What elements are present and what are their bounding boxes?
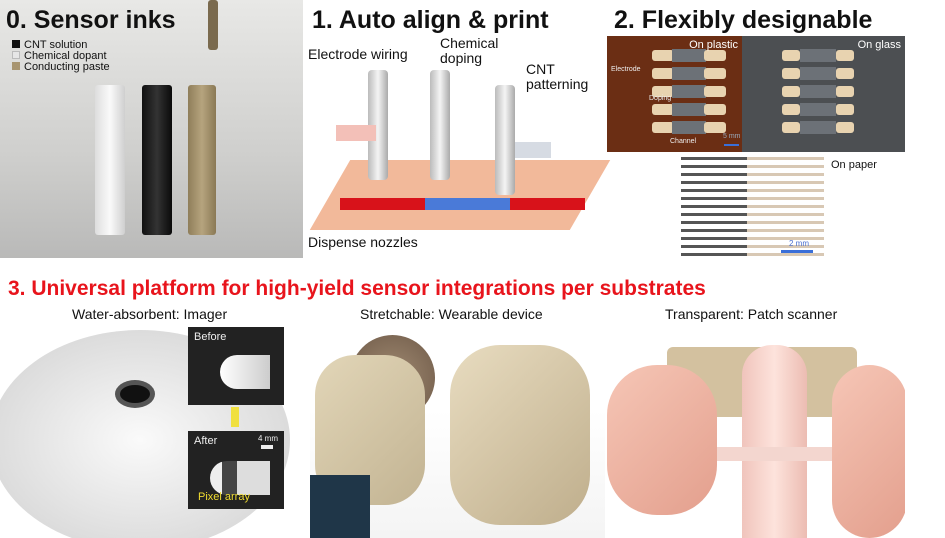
electrode-label: Electrode bbox=[611, 66, 641, 73]
channel-line bbox=[425, 198, 510, 210]
paste-syringe bbox=[188, 85, 216, 235]
legend-item: CNT solution bbox=[12, 40, 110, 51]
nozzle bbox=[430, 70, 450, 180]
gloved-hand bbox=[832, 365, 905, 538]
gloved-hand bbox=[450, 345, 590, 525]
left-arrow-icon bbox=[336, 125, 376, 141]
panel1-title: 1. Auto align & print bbox=[312, 6, 549, 34]
channel-label: Channel bbox=[670, 138, 697, 145]
patch-scanner-photo bbox=[607, 325, 905, 538]
before-label: Before bbox=[194, 331, 227, 343]
dispense-nozzles-label: Dispense nozzles bbox=[308, 234, 418, 250]
electrode-line bbox=[340, 198, 425, 210]
cnt-syringe-clear bbox=[95, 85, 125, 235]
dispense-needle bbox=[208, 0, 218, 50]
scanner-caption: Transparent: Patch scanner bbox=[665, 306, 838, 322]
rod bbox=[717, 447, 837, 461]
scale-bar bbox=[781, 250, 813, 253]
scale-bar bbox=[724, 144, 739, 146]
legend-item: Conducting paste bbox=[12, 62, 110, 73]
panel0-title: 0. Sensor inks bbox=[6, 6, 176, 34]
sleeve bbox=[310, 475, 370, 538]
ink-legend: CNT solution Chemical dopant Conducting … bbox=[12, 40, 110, 73]
wearable-device-photo bbox=[310, 325, 605, 538]
scale-bar-label: 2 mm bbox=[789, 239, 809, 248]
substrate-diagram bbox=[309, 160, 611, 230]
before-photo: Before bbox=[188, 327, 284, 405]
cnt-patterning-label: CNT patterning bbox=[526, 61, 589, 92]
sensor-inks-photo bbox=[0, 0, 303, 258]
scale-bar bbox=[261, 445, 273, 449]
doping-label: Doping bbox=[649, 95, 672, 102]
legend-item: Chemical dopant bbox=[12, 51, 110, 62]
right-arrow-icon bbox=[515, 142, 551, 158]
imager-caption: Water-absorbent: Imager bbox=[72, 306, 228, 322]
after-label: After bbox=[194, 435, 218, 447]
electrode-wiring-label: Electrode wiring bbox=[308, 46, 408, 62]
wearable-caption: Stretchable: Wearable device bbox=[360, 306, 543, 322]
on-plastic-label: On plastic bbox=[689, 39, 738, 51]
panel3-title: 3. Universal platform for high-yield sen… bbox=[8, 277, 706, 300]
scale-bar-label: 4 mm bbox=[258, 434, 278, 443]
cylinder bbox=[742, 345, 807, 538]
electrode-line bbox=[510, 198, 585, 210]
imager-photo: Before After 4 mm Pixel array bbox=[0, 325, 306, 538]
ink-drop bbox=[120, 385, 150, 403]
scale-bar-label: 5 mm bbox=[723, 133, 741, 140]
chemical-doping-label: Chemical doping bbox=[440, 35, 499, 66]
panel2-title: 2. Flexibly designable bbox=[614, 6, 873, 34]
on-glass-label: On glass bbox=[857, 39, 901, 51]
nozzle bbox=[495, 85, 515, 195]
on-paper-label: On paper bbox=[831, 159, 877, 171]
down-arrow-icon bbox=[231, 407, 239, 427]
plastic-substrate-photo: On plastic Electrode Doping Channel 5 mm bbox=[607, 36, 742, 152]
nozzle bbox=[368, 70, 388, 180]
after-photo: After 4 mm Pixel array bbox=[188, 431, 284, 509]
glass-substrate-photo: On glass bbox=[742, 36, 905, 152]
gloved-hand bbox=[607, 365, 717, 515]
pixel-array-label: Pixel array bbox=[198, 491, 250, 503]
paper-substrate-photo: 2 mm bbox=[681, 155, 824, 260]
cnt-syringe-dark bbox=[142, 85, 172, 235]
